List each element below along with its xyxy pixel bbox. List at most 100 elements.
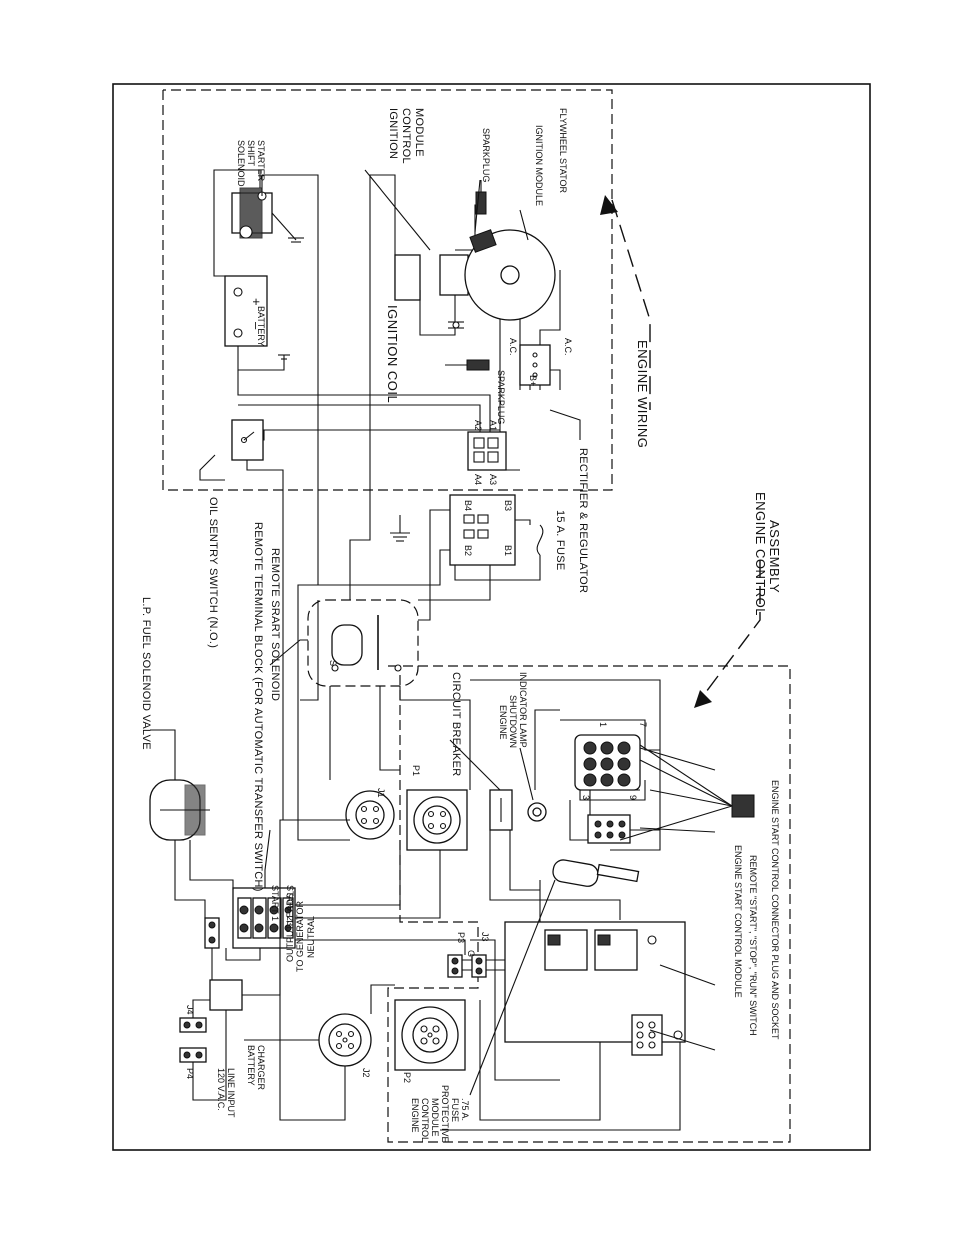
engine-start-socket-6pin <box>631 1014 663 1056</box>
engine-wiring-arrowhead <box>600 195 618 215</box>
label-engine-wiring: ENGINE WIRING <box>635 340 650 448</box>
connector-j3-p3 <box>447 954 487 978</box>
label-engine-start-connector: ENGINE START CONTROL CONNECTOR PLUG AND … <box>770 780 780 1040</box>
oil-sentry-switch <box>231 419 264 461</box>
label-g: G <box>466 950 476 957</box>
label-solenoid: SOLENOID <box>236 140 246 187</box>
engine-control-arrowhead <box>694 690 712 708</box>
connector-j1 <box>345 790 395 840</box>
battery <box>224 275 268 347</box>
label-s: S <box>328 660 338 666</box>
circuit-breaker <box>489 789 513 831</box>
label-line-input: LINE INPUT <box>226 1068 236 1118</box>
ignition-control-module <box>439 254 469 296</box>
label-pin1: 1 <box>598 722 608 727</box>
label-battery: BATTERY <box>246 1045 256 1086</box>
label-ecm-control: CONTROL <box>420 1098 430 1142</box>
label-fuse-15a: 15 A. FUSE <box>554 510 566 570</box>
remote-start-stop-run-block <box>587 814 631 844</box>
label-engine-start-module: ENGINE START CONTROL MODULE <box>733 845 743 998</box>
label-ecm-protective: PROTECTIVE <box>440 1085 450 1143</box>
label-starter: STARTER <box>256 140 266 182</box>
label-start1: START 1 <box>270 885 280 921</box>
label-charger: CHARGER <box>256 1045 266 1091</box>
label-lp-fuel: L.P. FUEL SOLENOID VALVE <box>140 597 152 750</box>
starter-motor <box>231 187 304 243</box>
label-assembly: ASSEMBLY <box>767 520 782 593</box>
remote-start-solenoid <box>331 615 402 672</box>
label-b1: B1 <box>503 545 513 556</box>
label-engine: ENGINE <box>498 705 508 740</box>
sparkplug-top <box>475 180 487 215</box>
remote-terminal-block <box>204 887 296 949</box>
label-remote-terminal-block: REMOTE TERMINAL BLOCK (FOR AUTOMATIC TRA… <box>252 522 264 892</box>
label-ac-2: A.C. <box>563 338 573 356</box>
connector-j4-p4 <box>179 1017 207 1063</box>
label-a2: A2 <box>473 420 483 431</box>
engine-start-control-module <box>504 921 686 1043</box>
label-pin7: 7 <box>638 722 648 727</box>
flywheel-stator <box>464 229 556 321</box>
connector-plug-right <box>619 744 755 841</box>
label-b4: B4 <box>463 500 473 511</box>
label-ignition-coil: IGNITION COIL <box>385 305 400 403</box>
ignition-coil <box>394 254 421 301</box>
leader-lines <box>150 169 716 1096</box>
label-sparkplug-bottom: SPARKPLUG <box>496 370 506 424</box>
label-indicator: INDICATOR LAMP <box>518 672 528 748</box>
label-to-generator: TO GENERATOR <box>295 900 305 972</box>
left-wiring <box>174 819 466 1121</box>
label-a4: A4 <box>473 474 483 485</box>
label-ignition: IGNITION <box>387 108 399 159</box>
fuse-15a <box>536 524 544 556</box>
label-circuit-breaker: CIRCUIT BREAKER <box>450 672 462 777</box>
label-engine-control: ENGINE CONTROL <box>753 492 768 616</box>
engine-control-arrow <box>699 560 761 701</box>
remote-start-solenoid-box <box>307 599 419 687</box>
rectifier-regulator <box>519 344 551 386</box>
label-p1: P1 <box>411 765 421 776</box>
label-j4: J4 <box>185 1005 195 1015</box>
label-ecm-module: MODULE <box>430 1098 440 1137</box>
label-j1: J1 <box>376 788 386 798</box>
label-ecm-engine: ENGINE <box>410 1098 420 1133</box>
engine-shutdown-lamp <box>527 802 547 822</box>
engine-wiring-arrow <box>611 199 651 410</box>
engine-control-assembly-boundary <box>387 665 791 1143</box>
label-ecm-fuse: FUSE <box>450 1098 460 1122</box>
ecm-protective-fuse <box>552 859 640 887</box>
connector-j2 <box>318 1013 372 1067</box>
label-shift: SHIFT <box>246 140 256 167</box>
battery-plus: + <box>249 298 264 306</box>
label-rectifier: RECTIFIER & REGULATOR <box>577 448 589 593</box>
ground-b <box>390 532 410 542</box>
label-remote-srart: REMOTE SRART SOLENOID <box>269 548 281 701</box>
label-remote-start-stop-run: REMOTE "START", "STOP", "RUN" SWITCH <box>748 855 758 1036</box>
label-neutral: NEUTRAL <box>306 916 316 958</box>
battery-label: BATTERY <box>256 306 266 347</box>
label-j3: J3 <box>480 932 490 942</box>
label-pin9: 9 <box>628 795 638 800</box>
label-j2: J2 <box>361 1068 371 1078</box>
engine-wiring-boundary <box>162 89 613 491</box>
connector-p2 <box>394 999 466 1071</box>
label-p2: P2 <box>402 1072 412 1083</box>
label-b2: B2 <box>463 545 473 556</box>
label-pin3: 3 <box>581 795 591 800</box>
label-control: CONTROL <box>400 108 412 164</box>
sparkplug-bottom <box>445 359 490 371</box>
label-flywheel-stator: FLYWHEEL STATOR <box>558 108 568 194</box>
connector-b <box>449 494 516 566</box>
label-p4: P4 <box>185 1068 195 1079</box>
label-ecm-75a: .75 A. <box>460 1098 470 1121</box>
diagram-frame <box>112 83 871 1151</box>
control-assembly-wires <box>440 679 681 1131</box>
engine-start-connector-9pin <box>574 734 641 791</box>
label-output-leads: OUTPUT LEADS <box>285 893 295 962</box>
label-b-plus: B+ <box>528 375 538 386</box>
lp-fuel-solenoid-valve <box>149 779 210 841</box>
connector-a <box>467 431 507 471</box>
battery-charger <box>209 979 243 1011</box>
